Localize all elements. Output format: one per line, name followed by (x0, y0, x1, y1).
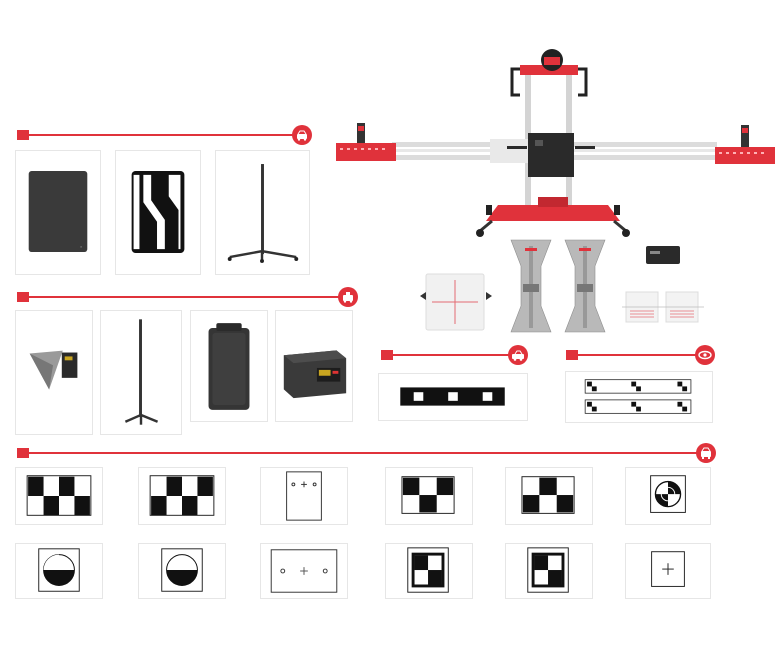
quadrant-circle-target-b-card[interactable] (138, 543, 226, 599)
section-marker (381, 350, 393, 360)
tall-stand-card[interactable] (100, 310, 182, 435)
checker-square-target-card[interactable] (385, 543, 473, 599)
section-divider (29, 296, 343, 298)
car-eye-icon (695, 345, 715, 365)
section-divider (393, 354, 511, 356)
car-front-icon (696, 443, 716, 463)
section-marker (17, 130, 29, 140)
adas-calibration-frame (330, 45, 780, 240)
lane-target-strip-card[interactable] (378, 373, 528, 421)
cross-mark-target-card[interactable] (625, 543, 711, 599)
car-camera-icon (338, 287, 358, 307)
radar-reflector-board-card[interactable]: ▪ (15, 150, 101, 275)
dot-cross-board-vertical-card[interactable] (260, 467, 348, 525)
radar-box-card[interactable] (190, 310, 268, 422)
night-vision-reflector-card[interactable] (15, 310, 93, 435)
tripod-stand-card[interactable] (215, 150, 310, 275)
wheel-targets (622, 289, 704, 325)
checker-target-3x2-card[interactable] (385, 467, 473, 525)
section-marker (17, 292, 29, 302)
dot-cross-board-horizontal-card[interactable] (260, 543, 348, 599)
reflector-plate (420, 272, 492, 334)
lane-pattern-board-card[interactable] (115, 150, 201, 275)
section-divider (29, 452, 705, 454)
side-target-strips-card[interactable] (565, 371, 713, 423)
circle-target-card[interactable] (625, 467, 711, 525)
quadrant-circle-target-card[interactable] (15, 543, 103, 599)
car-radar-icon (292, 125, 312, 145)
section-divider (578, 354, 698, 356)
checker-target-3x2-b-card[interactable] (505, 467, 593, 525)
car-side-icon (508, 345, 528, 365)
control-box (644, 243, 682, 267)
checker-target-4x2-card[interactable] (15, 467, 103, 525)
section-divider (29, 134, 301, 136)
checker-target-4x2-b-card[interactable] (138, 467, 226, 525)
section-marker (566, 350, 578, 360)
wheel-clamp-pair (505, 236, 613, 336)
section-marker (17, 448, 29, 458)
checker-square-target-b-card[interactable] (505, 543, 593, 599)
control-unit-card[interactable] (275, 310, 353, 422)
svg-text:▪: ▪ (80, 244, 82, 249)
